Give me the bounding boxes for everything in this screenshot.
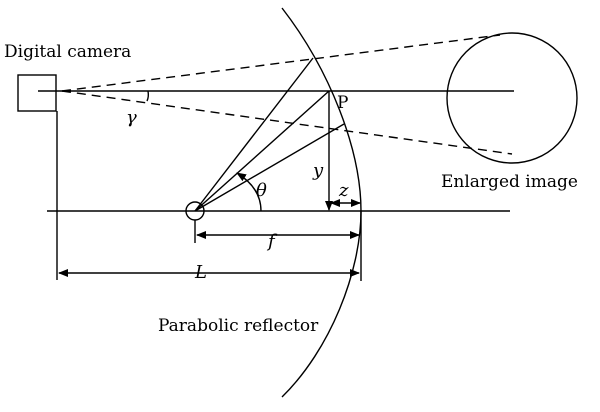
camera-label: Digital camera <box>4 42 131 62</box>
camera-box <box>17 74 57 112</box>
enlarged-image-label: Enlarged image <box>441 172 578 192</box>
ray-lower <box>194 123 345 212</box>
theta-angle-arc <box>236 172 262 212</box>
enlarged-image-circle <box>446 32 578 164</box>
parabolic-reflector-curve <box>281 7 362 398</box>
z-label: z <box>338 180 349 201</box>
gamma-angle-arc <box>146 90 150 102</box>
reflector-label: Parabolic reflector <box>158 316 319 336</box>
lower-dashed-ray <box>61 90 513 155</box>
point-p-label: P <box>337 93 348 113</box>
theta-label: θ <box>256 180 267 201</box>
upper-dashed-ray <box>61 34 501 92</box>
y-label: y <box>312 160 324 181</box>
ray-to-p <box>194 90 330 212</box>
ray-upper <box>194 57 314 212</box>
L-label: L <box>194 262 207 283</box>
f-label: f <box>266 231 278 252</box>
gamma-label: γ <box>126 107 137 128</box>
